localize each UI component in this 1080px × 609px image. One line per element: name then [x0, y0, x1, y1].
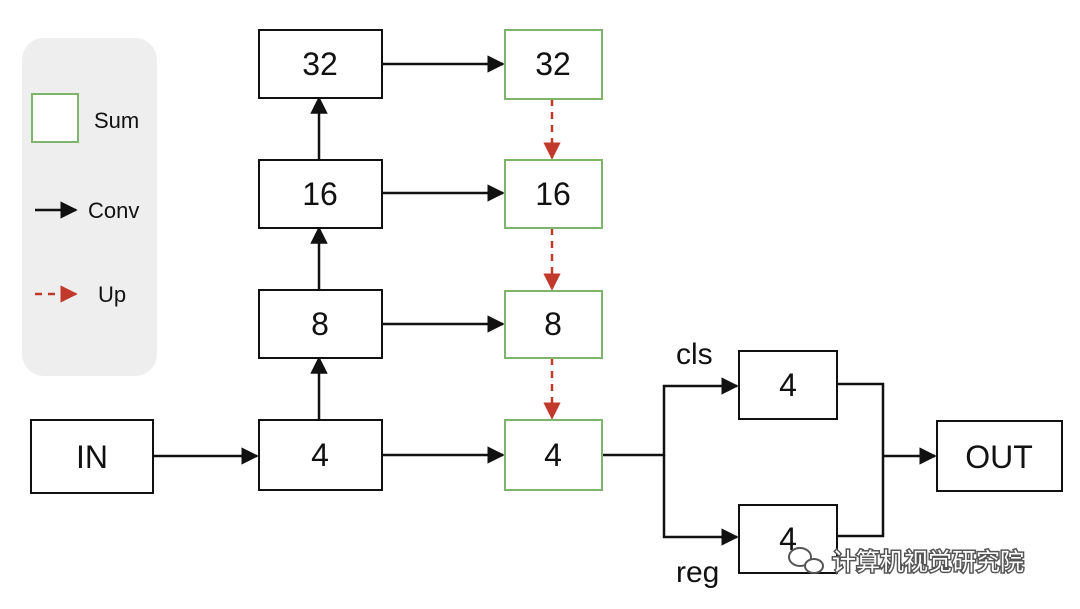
- branch-reg-label: reg: [676, 556, 719, 589]
- sum-32-box: [504, 29, 603, 100]
- wechat-icon: [788, 547, 824, 574]
- output-box-label: OUT: [965, 439, 1033, 475]
- legend-sum-swatch: [31, 93, 79, 143]
- sum-8-box: [504, 290, 603, 359]
- legend-conv-label: Conv: [88, 198, 139, 223]
- watermark-text: 计算机视觉研究院: [832, 548, 1024, 576]
- arrow-sum4-to-reg: [662, 455, 739, 546]
- sum-16-box: [504, 159, 603, 229]
- sum-4-box: [504, 419, 603, 491]
- sum-32-label: 32: [535, 46, 571, 82]
- backbone-16-box: [258, 159, 383, 229]
- sum-4-label: 4: [544, 437, 562, 473]
- nodes: IN 32 16 8 4 32 16 8 4 4 4 OUT: [30, 29, 1063, 574]
- legend-up-label: Up: [98, 282, 126, 307]
- backbone-4-label: 4: [311, 437, 329, 473]
- input-box: [30, 419, 154, 494]
- head-reg-label: 4: [779, 521, 797, 557]
- head-cls-label: 4: [779, 367, 797, 403]
- legend: Sum Conv Up: [22, 38, 157, 376]
- head-cls-box: [738, 350, 838, 420]
- output-box: [936, 420, 1063, 492]
- backbone-16-label: 16: [302, 176, 338, 212]
- sum-8-label: 8: [544, 306, 562, 342]
- sum-16-label: 16: [535, 176, 571, 212]
- backbone-8-box: [258, 289, 383, 359]
- backbone-4-box: [258, 419, 383, 491]
- backbone-32-label: 32: [302, 46, 338, 82]
- backbone-32-box: [258, 29, 383, 99]
- watermark: 计算机视觉研究院: [788, 547, 1026, 578]
- backbone-8-label: 8: [311, 306, 329, 342]
- input-box-label: IN: [76, 439, 108, 475]
- branch-cls-label: cls: [676, 338, 713, 371]
- arrow-sum4-to-cls: [603, 377, 739, 457]
- head-reg-box: [738, 504, 838, 574]
- conv-connectors: [153, 55, 937, 546]
- merge-heads-line: [837, 382, 885, 538]
- legend-sum-label: Sum: [94, 108, 139, 133]
